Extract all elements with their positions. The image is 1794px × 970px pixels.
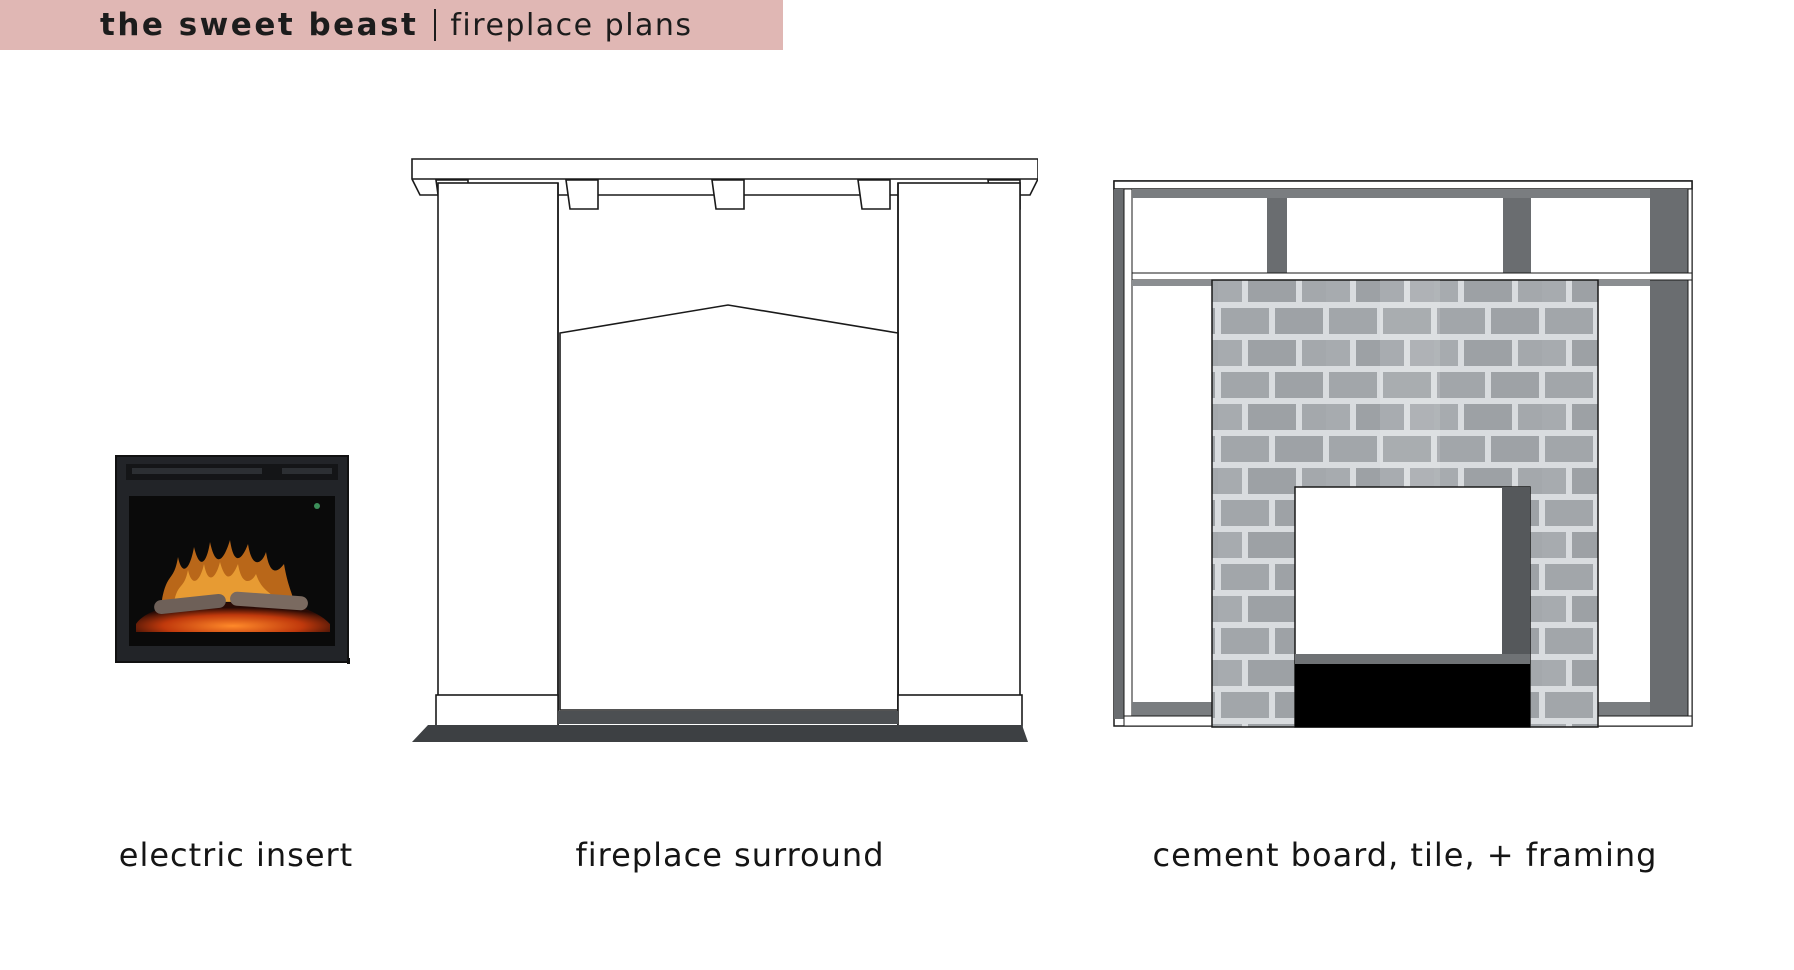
header-banner: the sweet beast fireplace plans <box>0 0 783 50</box>
caption-electric-insert: electric insert <box>118 836 354 874</box>
cement-board-illustration <box>1113 180 1693 728</box>
electric-insert-illustration <box>115 455 350 664</box>
title-divider <box>434 9 437 41</box>
caption-fireplace-surround: fireplace surround <box>575 836 885 874</box>
caption-cement-board: cement board, tile, + framing <box>1152 836 1658 874</box>
fireplace-surround-illustration <box>411 158 1038 742</box>
brand-title: the sweet beast <box>100 7 419 43</box>
page-subtitle: fireplace plans <box>450 7 693 43</box>
